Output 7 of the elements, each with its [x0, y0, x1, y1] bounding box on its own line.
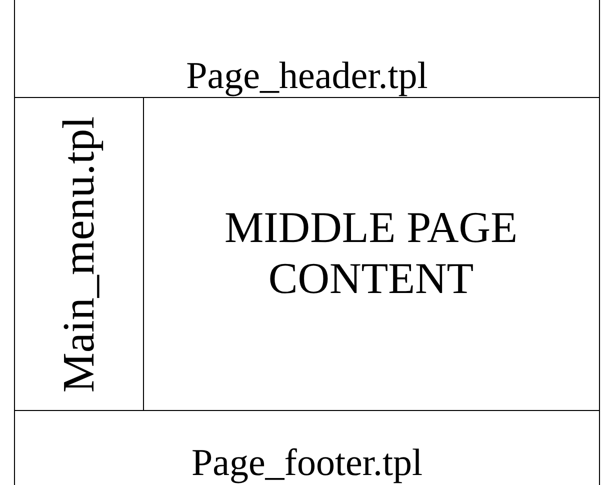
section-label: MIDDLE PAGE CONTENT [224, 203, 518, 305]
menu-column [14, 97, 144, 411]
section-label: Main_menu.tpl [56, 116, 102, 392]
header-band [14, 0, 600, 98]
footer-band [14, 410, 600, 485]
section-label: Page_header.tpl [186, 57, 428, 95]
section-label: Page_footer.tpl [191, 444, 423, 482]
